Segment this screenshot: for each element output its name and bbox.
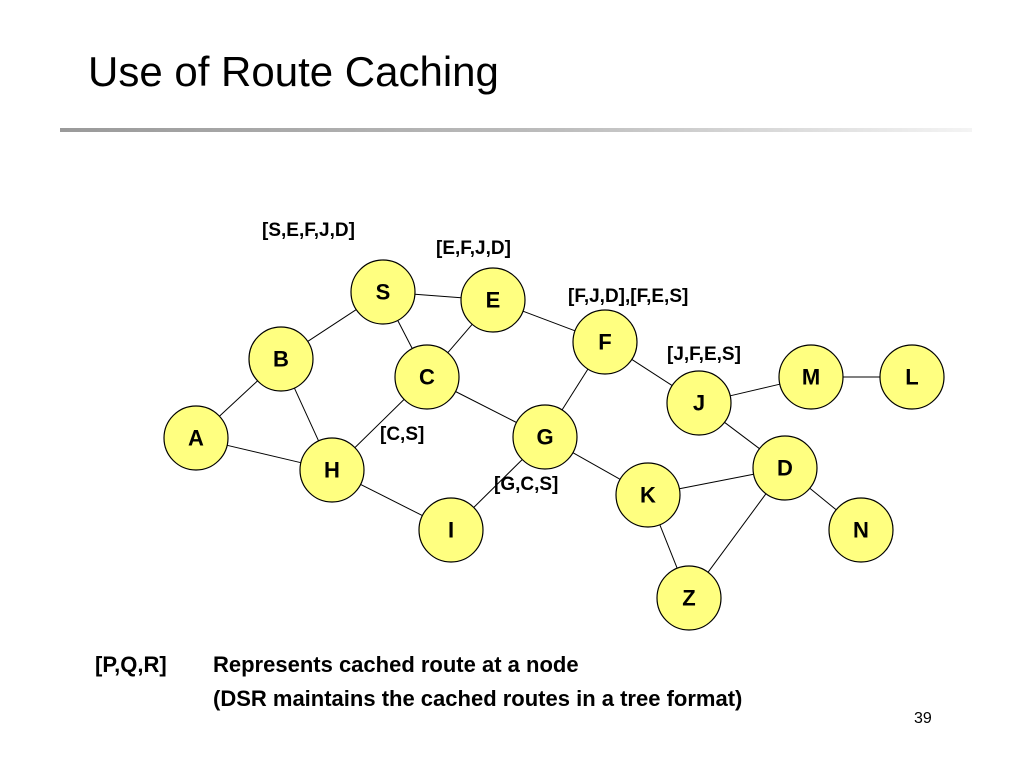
node-circle [752, 435, 818, 501]
cached-route-c: [C,S] [380, 424, 425, 445]
edge-s-c [397, 320, 413, 349]
legend-description: Represents cached route at a node [213, 652, 579, 677]
node-label: A [188, 426, 204, 451]
node-circle [778, 344, 844, 410]
node-label: S [376, 280, 391, 305]
node-k: K [615, 462, 681, 528]
node-a: A [163, 405, 229, 471]
edge-h-i [360, 483, 423, 517]
edge-j-d [724, 421, 760, 450]
node-g: G [512, 404, 578, 470]
edge-f-g [561, 368, 589, 411]
node-label: B [273, 347, 289, 372]
graph-edges [219, 293, 880, 573]
edge-b-a [219, 380, 258, 417]
edge-e-c [447, 323, 473, 354]
cached-route-s: [S,E,F,J,D] [262, 220, 355, 241]
node-j: J [666, 370, 732, 436]
cached-route-e: [E,F,J,D] [436, 238, 511, 259]
node-circle [512, 404, 578, 470]
node-label: M [802, 365, 820, 390]
node-m: M [778, 344, 844, 410]
edge-d-n [809, 487, 837, 511]
node-label: K [640, 483, 656, 508]
edge-e-f [522, 310, 576, 332]
node-n: N [828, 497, 894, 563]
node-circle [879, 344, 945, 410]
node-e: E [460, 267, 526, 333]
node-circle [248, 326, 314, 392]
edge-s-b [307, 309, 357, 342]
legend-key: [P,Q,R] [95, 652, 167, 677]
edge-j-m [730, 383, 780, 397]
edge-c-g [455, 391, 517, 423]
edge-b-h [293, 387, 320, 442]
node-b: B [248, 326, 314, 392]
node-circle [666, 370, 732, 436]
node-label: J [693, 391, 705, 416]
page-number: 39 [914, 710, 932, 727]
node-s: S [350, 259, 416, 325]
node-circle [350, 259, 416, 325]
node-circle [299, 437, 365, 503]
edge-k-z [659, 524, 678, 569]
graph-nodes: S E F B C M L J A G H D K I N Z [163, 259, 945, 631]
edge-g-k [572, 452, 621, 480]
node-label: Z [682, 586, 695, 611]
node-label: C [419, 365, 435, 390]
cached-route-j: [J,F,E,S] [667, 344, 741, 365]
edge-a-h [226, 444, 302, 464]
node-h: H [299, 437, 365, 503]
slide-title: Use of Route Caching [88, 48, 499, 95]
edge-f-j [631, 358, 673, 387]
node-circle [394, 344, 460, 410]
node-label: G [536, 425, 553, 450]
edge-k-d [679, 473, 754, 490]
legend-note: (DSR maintains the cached routes in a tr… [213, 686, 743, 711]
node-c: C [394, 344, 460, 410]
cached-route-g: [G,C,S] [494, 474, 559, 495]
node-d: D [752, 435, 818, 501]
node-i: I [418, 497, 484, 563]
edge-s-e [414, 293, 462, 299]
node-l: L [879, 344, 945, 410]
node-circle [828, 497, 894, 563]
title-divider [60, 128, 972, 132]
node-label: E [486, 288, 501, 313]
node-label: N [853, 518, 869, 543]
edge-g-i [473, 459, 523, 508]
edge-d-z [707, 493, 767, 573]
node-circle [418, 497, 484, 563]
node-circle [163, 405, 229, 471]
node-z: Z [656, 565, 722, 631]
node-circle [572, 309, 638, 375]
node-circle [460, 267, 526, 333]
node-circle [656, 565, 722, 631]
cached-route-f: [F,J,D],[F,E,S] [568, 286, 689, 307]
edge-c-h [354, 399, 405, 448]
node-label: D [777, 456, 793, 481]
node-label: H [324, 458, 340, 483]
node-circle [615, 462, 681, 528]
node-label: L [905, 365, 918, 390]
node-f: F [572, 309, 638, 375]
node-label: F [598, 330, 611, 355]
node-label: I [448, 518, 454, 543]
